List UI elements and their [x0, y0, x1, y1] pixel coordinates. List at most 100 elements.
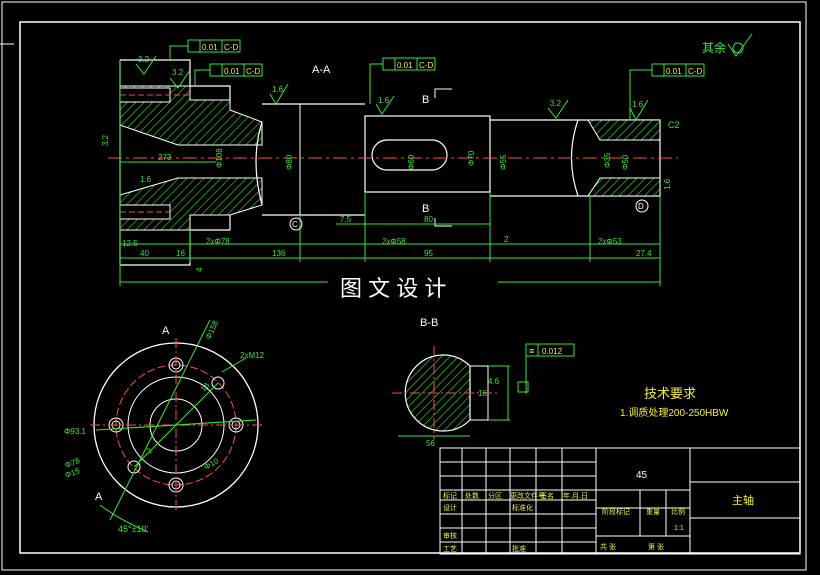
- gdt-1-ref: C-D: [224, 43, 238, 52]
- svg-text:80: 80: [424, 215, 433, 224]
- tech-req-title: 技术要求: [644, 386, 696, 401]
- svg-text:处数: 处数: [465, 491, 479, 500]
- svg-text:16: 16: [478, 389, 487, 398]
- svg-text:审核: 审核: [443, 531, 457, 540]
- svg-text:7.5: 7.5: [340, 215, 352, 224]
- gdt-3-ref: C-D: [419, 61, 433, 70]
- gdt-frame-4: 0.01 C-D: [651, 63, 705, 77]
- svg-text:Φ35: Φ35: [603, 152, 612, 168]
- svg-text:27.4: 27.4: [636, 249, 652, 258]
- svg-text:2: 2: [145, 446, 155, 456]
- right-end-hatch-top: [587, 119, 661, 141]
- svg-text:Φ108: Φ108: [215, 148, 224, 168]
- svg-text:12.5: 12.5: [122, 239, 138, 248]
- svg-text:3.2: 3.2: [172, 68, 184, 77]
- svg-text:Φ10: Φ10: [203, 456, 221, 472]
- svg-text:Φ158: Φ158: [204, 319, 221, 341]
- section-b-mark-top: B: [422, 94, 429, 106]
- svg-text:≡: ≡: [529, 346, 534, 356]
- svg-text:2xM12: 2xM12: [240, 351, 265, 360]
- svg-text:45: 45: [636, 470, 648, 481]
- threaded-hole-top: [119, 87, 171, 103]
- svg-text:2: 2: [504, 235, 509, 244]
- title-block: [439, 447, 801, 555]
- svg-text:1.6: 1.6: [272, 85, 284, 94]
- svg-text:重量: 重量: [646, 508, 660, 516]
- gdt-2-ref: C-D: [246, 67, 260, 76]
- svg-text:273: 273: [158, 153, 172, 162]
- tech-req-item: 1.调质处理200-250HBW: [620, 407, 729, 419]
- gdt-frame-2: 0.01 C-D: [209, 63, 263, 77]
- datum-d: D: [638, 202, 644, 211]
- svg-text:Φ50: Φ50: [621, 154, 630, 170]
- section-aa-label: A-A: [312, 64, 331, 76]
- gdt-2-value: 0.01: [224, 67, 240, 76]
- roughness-labels: 3.2 3.2 1.6 1.6 3.2 1.6 1.6 3.2 1.6: [101, 55, 672, 190]
- datum-c: C: [292, 220, 298, 229]
- svg-text:40: 40: [140, 249, 149, 258]
- right-end-hatch-bottom: [587, 177, 661, 197]
- gdt-4-value: 0.01: [666, 67, 682, 76]
- svg-text:阶段标记: 阶段标记: [602, 507, 630, 516]
- flange-view-labels: A A Φ158 2xM12 Φ93.1 Φ78 Φ15 Φ10 18 2 45…: [64, 319, 265, 534]
- drawing-frame: [0, 1, 807, 571]
- svg-text:主轴: 主轴: [732, 493, 754, 507]
- svg-text:批准: 批准: [512, 544, 526, 553]
- svg-text:Φ93.1: Φ93.1: [64, 427, 87, 436]
- svg-text:1:1: 1:1: [674, 525, 684, 532]
- svg-text:1.6: 1.6: [140, 175, 152, 184]
- svg-text:Φ80: Φ80: [285, 154, 294, 170]
- threaded-hole-bottom: [119, 204, 171, 220]
- svg-text:标准化: 标准化: [512, 503, 533, 512]
- svg-text:56: 56: [426, 439, 435, 448]
- svg-text:更改文件号: 更改文件号: [510, 491, 545, 500]
- gdt-4-ref: C-D: [688, 67, 702, 76]
- svg-text:A: A: [162, 325, 170, 337]
- section-b-mark-bottom: B: [422, 203, 429, 215]
- svg-text:C2: C2: [668, 120, 680, 130]
- horizontal-dimension-texts: 40 16 136 95 27.4 2 80 7.5 12.5 2xΦ78 2x…: [122, 120, 680, 272]
- svg-text:标记: 标记: [443, 491, 457, 500]
- svg-text:1.6: 1.6: [632, 100, 644, 109]
- svg-text:45°±10': 45°±10': [118, 524, 149, 534]
- svg-text:3.2: 3.2: [138, 55, 150, 64]
- flange-end-view: [90, 319, 262, 533]
- keyway-slot: [371, 139, 448, 171]
- transition-curve: [255, 121, 263, 206]
- svg-text:1.6: 1.6: [378, 96, 390, 105]
- section-bb-view: B-B 56 4.6 16 ≡ 0.012: [392, 317, 575, 448]
- svg-text:分区: 分区: [488, 491, 502, 500]
- section-bb-label: B-B: [420, 317, 438, 329]
- svg-text:共 张: 共 张: [600, 542, 616, 551]
- svg-text:136: 136: [272, 249, 286, 258]
- svg-text:4.6: 4.6: [488, 377, 500, 386]
- svg-text:95: 95: [424, 249, 433, 258]
- roughness-symbol-general: [727, 33, 753, 57]
- svg-text:2xΦ58: 2xΦ58: [382, 237, 406, 246]
- title-block-text: 45 主轴 标记 处数 分区 更改文件号 签名 年.月.日 设计 标准化 审核 …: [443, 470, 754, 553]
- gdt-frame-1: 0.01 C-D: [187, 39, 241, 53]
- svg-text:4: 4: [195, 267, 204, 272]
- svg-text:Φ60: Φ60: [407, 154, 416, 170]
- svg-text:Φ55: Φ55: [499, 154, 508, 170]
- flange-hatch-bottom: [119, 177, 263, 231]
- gdt-3-value: 0.01: [397, 61, 413, 70]
- svg-text:16: 16: [176, 249, 185, 258]
- surface-note: 其余: [702, 40, 726, 55]
- svg-text:2xΦ78: 2xΦ78: [206, 237, 230, 246]
- svg-text:1.6: 1.6: [663, 178, 672, 190]
- svg-text:工艺: 工艺: [443, 545, 457, 553]
- svg-text:设计: 设计: [443, 503, 457, 512]
- svg-text:2xΦ53: 2xΦ53: [598, 237, 622, 246]
- watermark-text: 图 文 设 计: [340, 276, 446, 301]
- svg-text:A: A: [95, 491, 103, 503]
- svg-text:年.月.日: 年.月.日: [563, 491, 588, 500]
- gdt-1-value: 0.01: [202, 43, 218, 52]
- dimension-lines: [119, 60, 661, 286]
- svg-text:第 张: 第 张: [648, 542, 664, 551]
- svg-text:Φ70: Φ70: [467, 150, 476, 166]
- diameter-labels: Φ108 Φ80 Φ60 Φ55 Φ50 Φ35 Φ70: [215, 148, 630, 170]
- svg-text:比例: 比例: [671, 507, 685, 516]
- svg-text:签名: 签名: [540, 491, 554, 500]
